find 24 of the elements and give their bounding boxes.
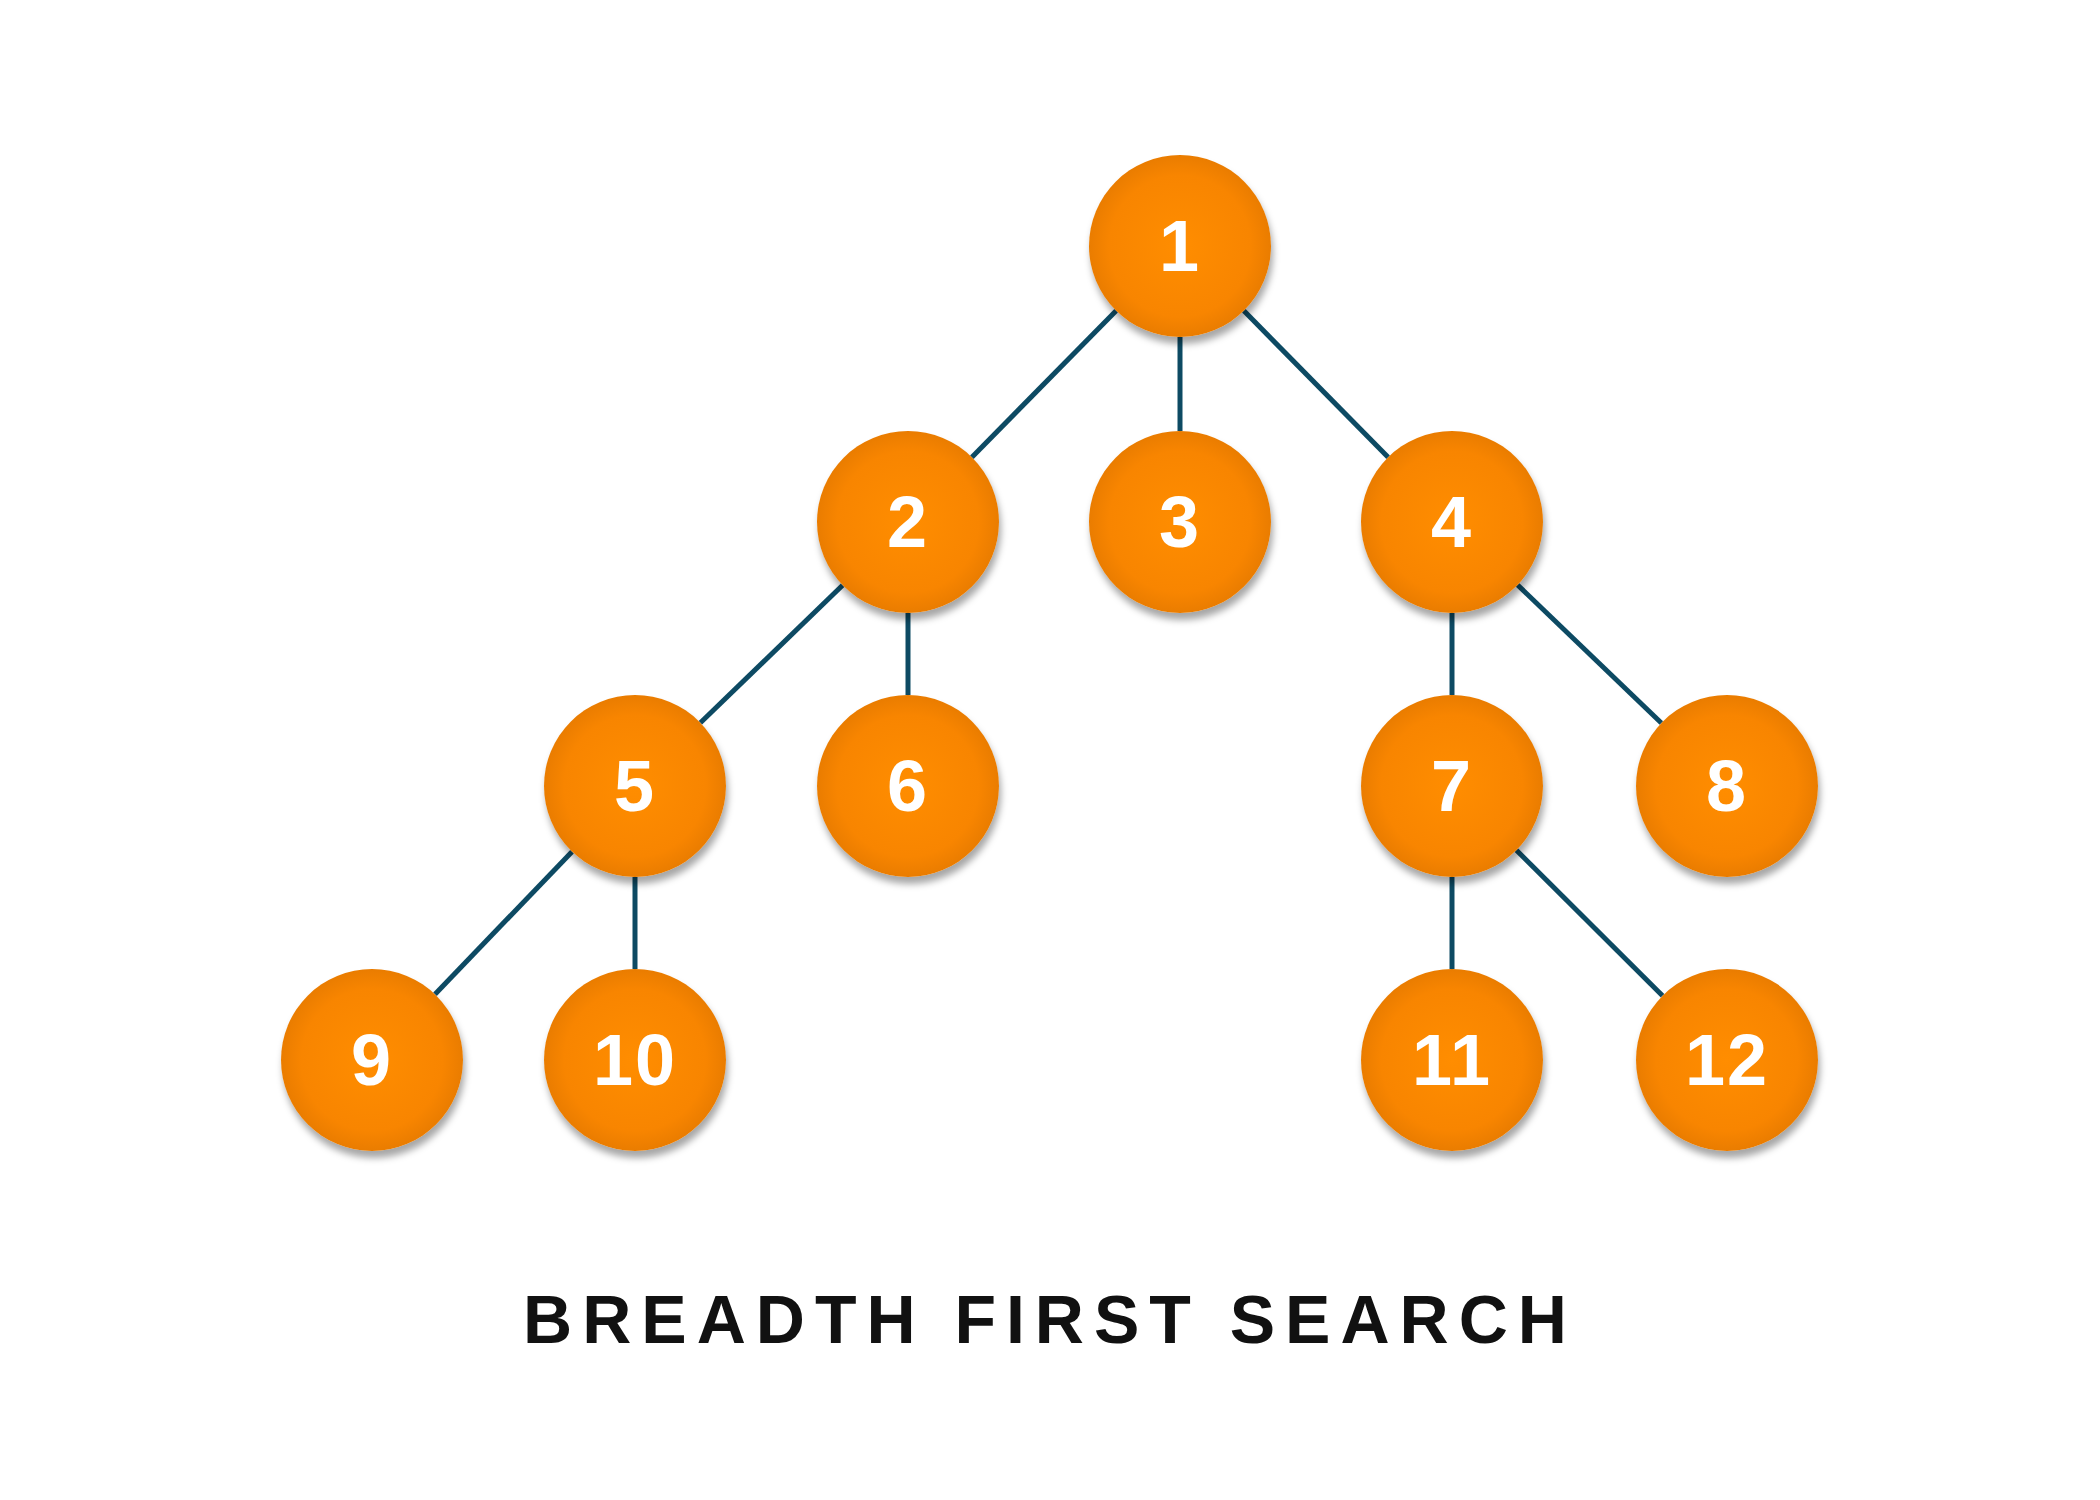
connector-line xyxy=(1514,848,1665,998)
node-number: 9 xyxy=(350,1019,393,1101)
node-number: 4 xyxy=(1430,481,1473,563)
connector-line xyxy=(1177,337,1183,431)
connector-line xyxy=(905,613,911,695)
connector-line xyxy=(1515,583,1664,725)
node-number: 1 xyxy=(1158,205,1201,287)
diagram-title: BREADTH FIRST SEARCH xyxy=(523,1281,1577,1357)
connector-line xyxy=(433,849,574,997)
node-number: 11 xyxy=(1411,1019,1493,1101)
node-number: 5 xyxy=(613,745,656,827)
node-number: 8 xyxy=(1705,745,1748,827)
node-number: 10 xyxy=(592,1019,678,1101)
connector-line xyxy=(1449,877,1455,969)
connector-line xyxy=(970,309,1118,459)
node-number: 12 xyxy=(1684,1019,1770,1101)
node-number: 3 xyxy=(1158,481,1201,563)
node-number: 7 xyxy=(1430,745,1473,827)
node-number: 2 xyxy=(886,481,929,563)
connector-line xyxy=(1449,613,1455,695)
node-number: 6 xyxy=(886,745,929,827)
connector-line xyxy=(1242,309,1390,459)
connector-line xyxy=(632,877,638,969)
connector-line xyxy=(698,583,845,725)
